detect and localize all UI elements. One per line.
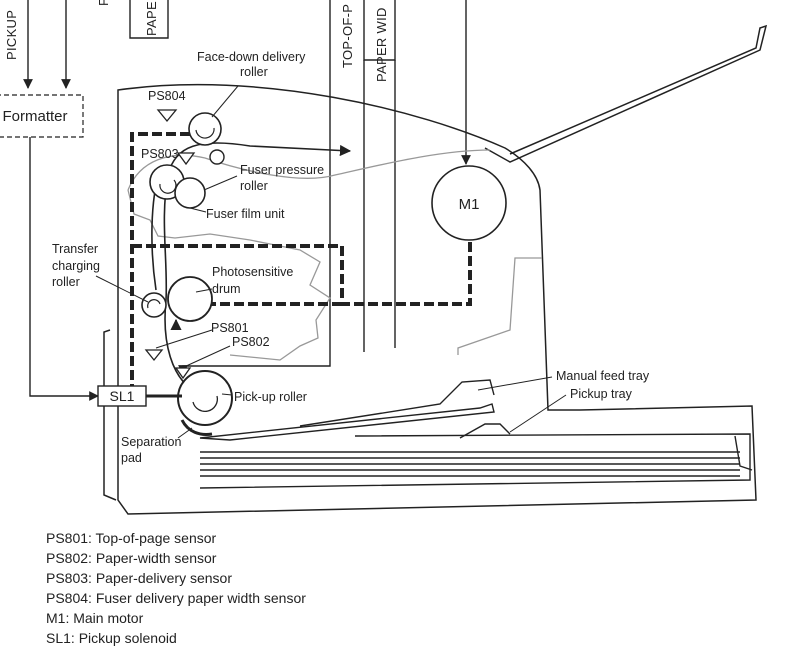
label-transfer-3: roller [52, 275, 80, 289]
label-ps802: PS802 [232, 335, 270, 349]
label-pickup-tray: Pickup tray [570, 387, 633, 401]
legend-item: SL1: Pickup solenoid [46, 630, 177, 646]
label-ps803: PS803 [141, 147, 179, 161]
solenoid-label: SL1 [110, 388, 135, 404]
fuser-pressure-roller [174, 177, 206, 209]
label-photo-2: drum [212, 282, 240, 296]
label-pickup-roller: Pick-up roller [234, 390, 307, 404]
ps804-sensor [156, 109, 178, 123]
leader-lines [95, 85, 567, 439]
formatter-box [0, 94, 84, 138]
legend-item: PS801: Top-of-page sensor [46, 530, 217, 546]
label-separation-2: pad [121, 451, 142, 465]
label-transfer-1: Transfer [52, 242, 98, 256]
label-transfer-2: charging [52, 259, 100, 273]
ps801-sensor [144, 349, 164, 362]
sensors [144, 109, 196, 380]
label-fuser-pressure-2: roller [240, 179, 268, 193]
label-ps804: PS804 [148, 89, 186, 103]
motor-label: M1 [459, 196, 480, 213]
label-face-down-2: roller [240, 65, 268, 79]
photosensitive-drum [167, 276, 213, 322]
formatter-label: Formatter [2, 108, 67, 125]
gray-paper-path [127, 149, 542, 361]
ps803-sensor [176, 152, 196, 166]
legend-item: PS802: Paper-width sensor [46, 550, 217, 566]
separation-pad [180, 419, 213, 436]
ps802-sensor [174, 367, 192, 380]
formatter-to-sl1-line [29, 137, 99, 401]
signal-paper: PAPER [144, 0, 159, 36]
legend-item: PS803: Paper-delivery sensor [46, 570, 232, 586]
trays [199, 379, 753, 489]
signal-fragment: F [96, 0, 111, 6]
label-fuser-film: Fuser film unit [206, 207, 285, 221]
legend-item: PS804: Fuser delivery paper width sensor [46, 590, 306, 606]
label-manual-feed: Manual feed tray [556, 369, 650, 383]
label-photo-1: Photosensitive [212, 265, 293, 279]
transfer-charging-roller [141, 292, 167, 318]
label-fuser-pressure-1: Fuser pressure [240, 163, 324, 177]
signal-pickup: PICKUP [4, 10, 19, 60]
printer-body [103, 24, 768, 515]
signal-top-of-page: TOP-OF-P [340, 4, 355, 68]
pickup-roller [177, 370, 233, 426]
label-separation-1: Separation [121, 435, 182, 449]
label-face-down-1: Face-down delivery [197, 50, 306, 64]
label-ps801: PS801 [211, 321, 249, 335]
legend-item: M1: Main motor [46, 610, 144, 626]
small-roller [209, 149, 225, 165]
main-motor [431, 165, 507, 241]
signal-paper-width: PAPER WID [374, 7, 389, 82]
legend: PS801: Top-of-page sensor PS802: Paper-w… [46, 528, 306, 648]
face-down-delivery-roller [188, 112, 222, 146]
